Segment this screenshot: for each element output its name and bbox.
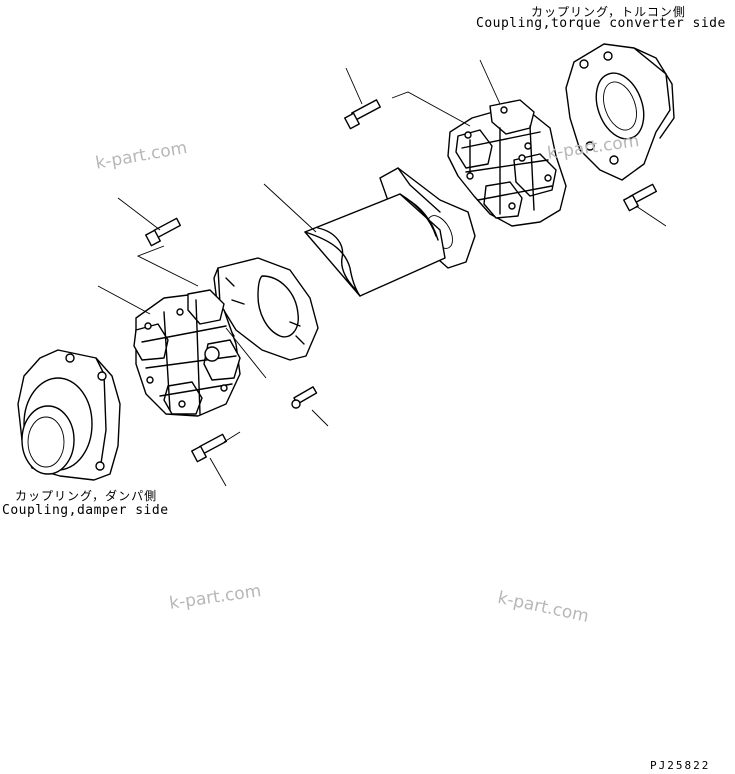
bolt-icon <box>344 99 381 130</box>
damper-side-label-en: Coupling,damper side <box>2 503 169 518</box>
spider-coupling-icon <box>133 289 241 417</box>
torque-converter-side-label-en: Coupling,torque converter side <box>476 16 726 31</box>
leader-lines <box>97 59 667 487</box>
grease-fitting-icon <box>291 386 318 409</box>
flange-damper-icon <box>17 349 121 481</box>
torque-converter-side-label-jp: カップリング，トルコン側 <box>531 5 686 19</box>
damper-side-label-jp: カップリング，ダンパ側 <box>15 489 158 503</box>
bolt-icon <box>145 217 182 247</box>
bolt-icon <box>191 433 228 463</box>
bolt-icon <box>623 183 658 212</box>
drive-shaft-icon <box>213 167 476 361</box>
figure-code: PJ25822 <box>650 759 711 772</box>
flange-torque-converter-icon <box>565 43 675 181</box>
spider-coupling-icon <box>447 99 567 227</box>
